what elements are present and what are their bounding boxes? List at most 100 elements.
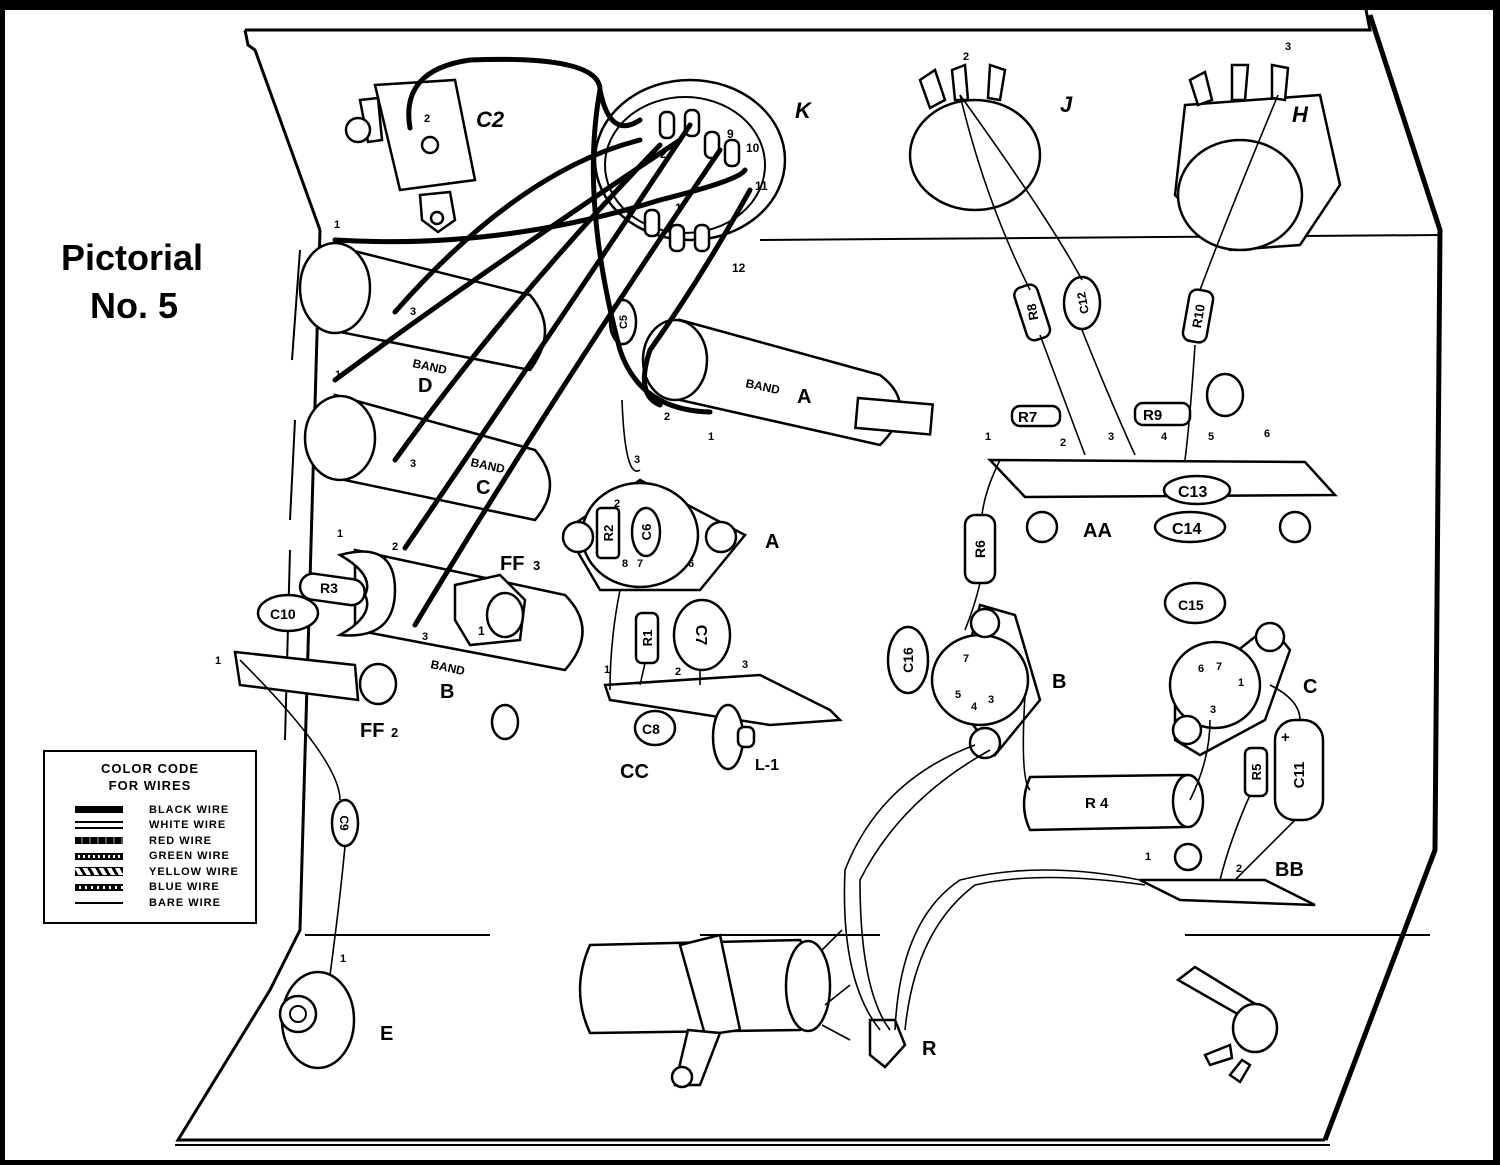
component-tube-b-socket: C16 B 7 5 4 3: [886, 603, 1066, 760]
term-k-11: 11: [755, 179, 768, 193]
legend-row-yellow: YELLOW WIRE: [75, 864, 255, 880]
label-r1: R1: [640, 630, 655, 647]
term-j-2: 2: [963, 51, 969, 63]
term-aa-2: 2: [1060, 437, 1066, 449]
label-r2: R2: [601, 525, 616, 542]
label-c14: C14: [1172, 521, 1201, 538]
label-l1: L-1: [755, 757, 779, 774]
wire-k12-to-aband: [641, 187, 753, 408]
wire-c1-to-k: [332, 137, 683, 383]
bare-wire-swatch-icon: [75, 901, 123, 904]
legend-row-blue: BLUE WIRE: [75, 880, 255, 896]
wiring-diagram: Pictorial No. 5 C2 2 K 2 9 10 11 12 1: [61, 10, 1443, 1146]
component-c12: C12: [1062, 275, 1102, 331]
term-aa-5: 5: [1208, 431, 1214, 443]
label-ff2: FF: [360, 720, 384, 742]
component-filter-can: [578, 933, 832, 1089]
term-aa-3: 3: [1108, 431, 1114, 443]
legend-label: GREEN WIRE: [149, 850, 230, 863]
term-cc-1: 1: [604, 664, 610, 676]
term-k-10: 10: [746, 141, 760, 155]
black-wire-swatch-icon: [75, 806, 123, 814]
white-wire-swatch-icon: [75, 821, 123, 830]
legend-label: BLACK WIRE: [149, 803, 230, 816]
term-aband-2: 2: [664, 411, 670, 423]
label-r8: R8: [1024, 302, 1042, 321]
legend-label: RED WIRE: [149, 834, 212, 847]
term-bb-2: 2: [1236, 863, 1242, 875]
component-h-pot: H 3: [1173, 41, 1342, 252]
component-j-pot: J 2: [908, 51, 1073, 212]
label-h: H: [1292, 102, 1309, 127]
term-aa-4: 4: [1161, 431, 1168, 443]
component-r3: [298, 572, 366, 607]
legend-title-line1: COLOR CODE: [100, 761, 200, 776]
label-c11: C11: [1291, 762, 1308, 789]
green-wire-swatch-icon: [75, 852, 123, 860]
component-r8: R8: [1013, 283, 1052, 342]
label-k: K: [795, 98, 813, 123]
legend-label: WHITE WIRE: [149, 819, 227, 832]
term-d-1: 1: [334, 219, 340, 231]
wire-c3-to-k: [392, 142, 663, 463]
term-k-12: 12: [732, 261, 746, 275]
label-r3: R3: [320, 580, 338, 596]
term-tubec-1: 1: [1238, 677, 1244, 689]
label-band-b-word: BAND: [429, 657, 466, 678]
component-c6: [630, 506, 662, 558]
label-r9: R9: [1143, 407, 1162, 424]
yellow-wire-swatch-icon: [75, 867, 123, 877]
label-r6: R6: [972, 540, 988, 558]
label-c10: C10: [270, 606, 296, 622]
term-b-1: 1: [337, 528, 343, 540]
wire-c2-to-k: [406, 56, 643, 131]
title-line1: Pictorial: [61, 237, 203, 278]
label-band-a-letter: A: [797, 386, 811, 408]
wires-bare: [239, 94, 1301, 1041]
label-aa: AA: [1083, 520, 1112, 542]
label-c5: C5: [618, 315, 630, 329]
term-e-1: 1: [340, 953, 346, 965]
component-c10: [256, 593, 320, 633]
term-bb-1: 1: [1145, 851, 1151, 863]
component-c11: C11 +: [1273, 718, 1325, 822]
term-aa-6: 6: [1264, 428, 1270, 440]
component-r1: R1: [634, 611, 660, 665]
term-tubea-8: 8: [622, 558, 628, 570]
legend-row-black: BLACK WIRE: [75, 802, 255, 818]
component-e-jack: E 1: [278, 953, 393, 1070]
label-c8: C8: [642, 721, 660, 737]
term-tubea-3: 3: [634, 454, 640, 466]
component-r10: R10: [1181, 288, 1215, 344]
term-k-9: 9: [727, 127, 734, 141]
color-code-legend: COLOR CODE FOR WIRES BLACK WIRE WHITE WI…: [43, 750, 257, 924]
term-tubec-3: 3: [1210, 704, 1216, 716]
component-r2: [595, 506, 621, 560]
component-band-a-coil: BAND A 2 1 C5: [608, 298, 935, 447]
term-tubeb-3: 3: [988, 694, 994, 706]
label-c11-plus: +: [1281, 729, 1290, 746]
label-j: J: [1060, 92, 1073, 117]
component-r4: R 4: [1022, 773, 1205, 832]
label-r: R: [922, 1038, 937, 1060]
label-r7: R7: [1018, 409, 1037, 426]
wire-d1-to-k: [332, 167, 748, 245]
term-aa-1: 1: [985, 431, 991, 443]
component-band-b-coil: R3 C10 BAND B FF 3 1 2 3 1: [256, 528, 584, 703]
component-c9: C9: [330, 798, 360, 848]
label-e: E: [380, 1023, 393, 1045]
label-c15: C15: [1178, 597, 1204, 613]
term-h-3: 3: [1285, 41, 1291, 53]
legend-label: BLUE WIRE: [149, 881, 220, 894]
legend-label: BARE WIRE: [149, 896, 221, 909]
legend-label: YELLOW WIRE: [149, 865, 239, 878]
wires-colored: [332, 56, 753, 628]
term-tubea-7: 7: [637, 558, 643, 570]
component-c7: C7: [672, 598, 732, 672]
label-c13: C13: [1178, 484, 1207, 501]
legend-title-line2: FOR WIRES: [108, 778, 192, 793]
blue-wire-swatch-icon: [75, 883, 123, 891]
label-c16: C16: [900, 647, 916, 673]
term-tubea-6: 6: [688, 558, 694, 570]
component-r-grommet: R: [868, 1018, 937, 1069]
